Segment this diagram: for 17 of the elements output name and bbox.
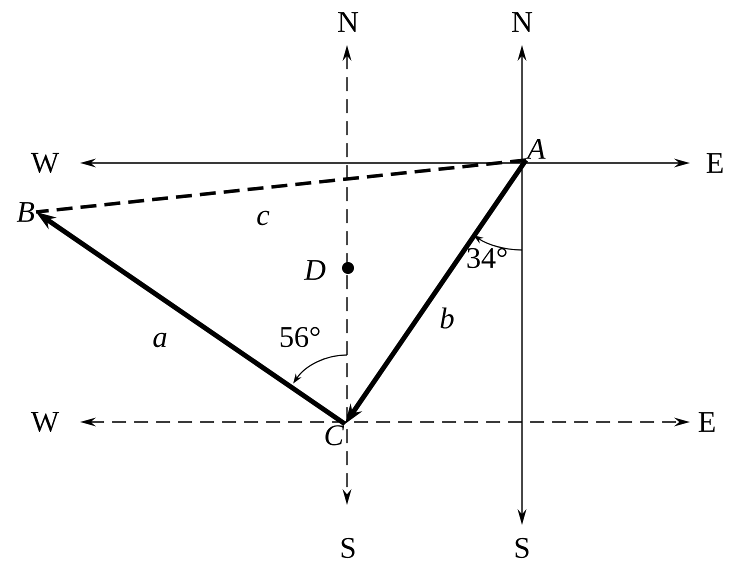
compass-label: E [698,412,715,432]
compass-label: S [516,538,528,558]
point-label: D [304,260,326,280]
compass-label: S [342,538,354,558]
compass-label: N [512,12,532,32]
compass-label: W [30,412,60,432]
compass-label: N [338,12,358,32]
compass-label: E [706,153,723,173]
point-label: A [526,138,546,159]
edge-label: b [440,307,454,329]
angle-label: 34° [467,248,507,268]
point-label: C [325,425,344,446]
edge-label: a [153,332,166,348]
angle-label: 56° [280,326,320,348]
point-label: B [16,202,34,222]
compass-label: W [30,152,60,174]
edge-label: c [257,210,270,226]
